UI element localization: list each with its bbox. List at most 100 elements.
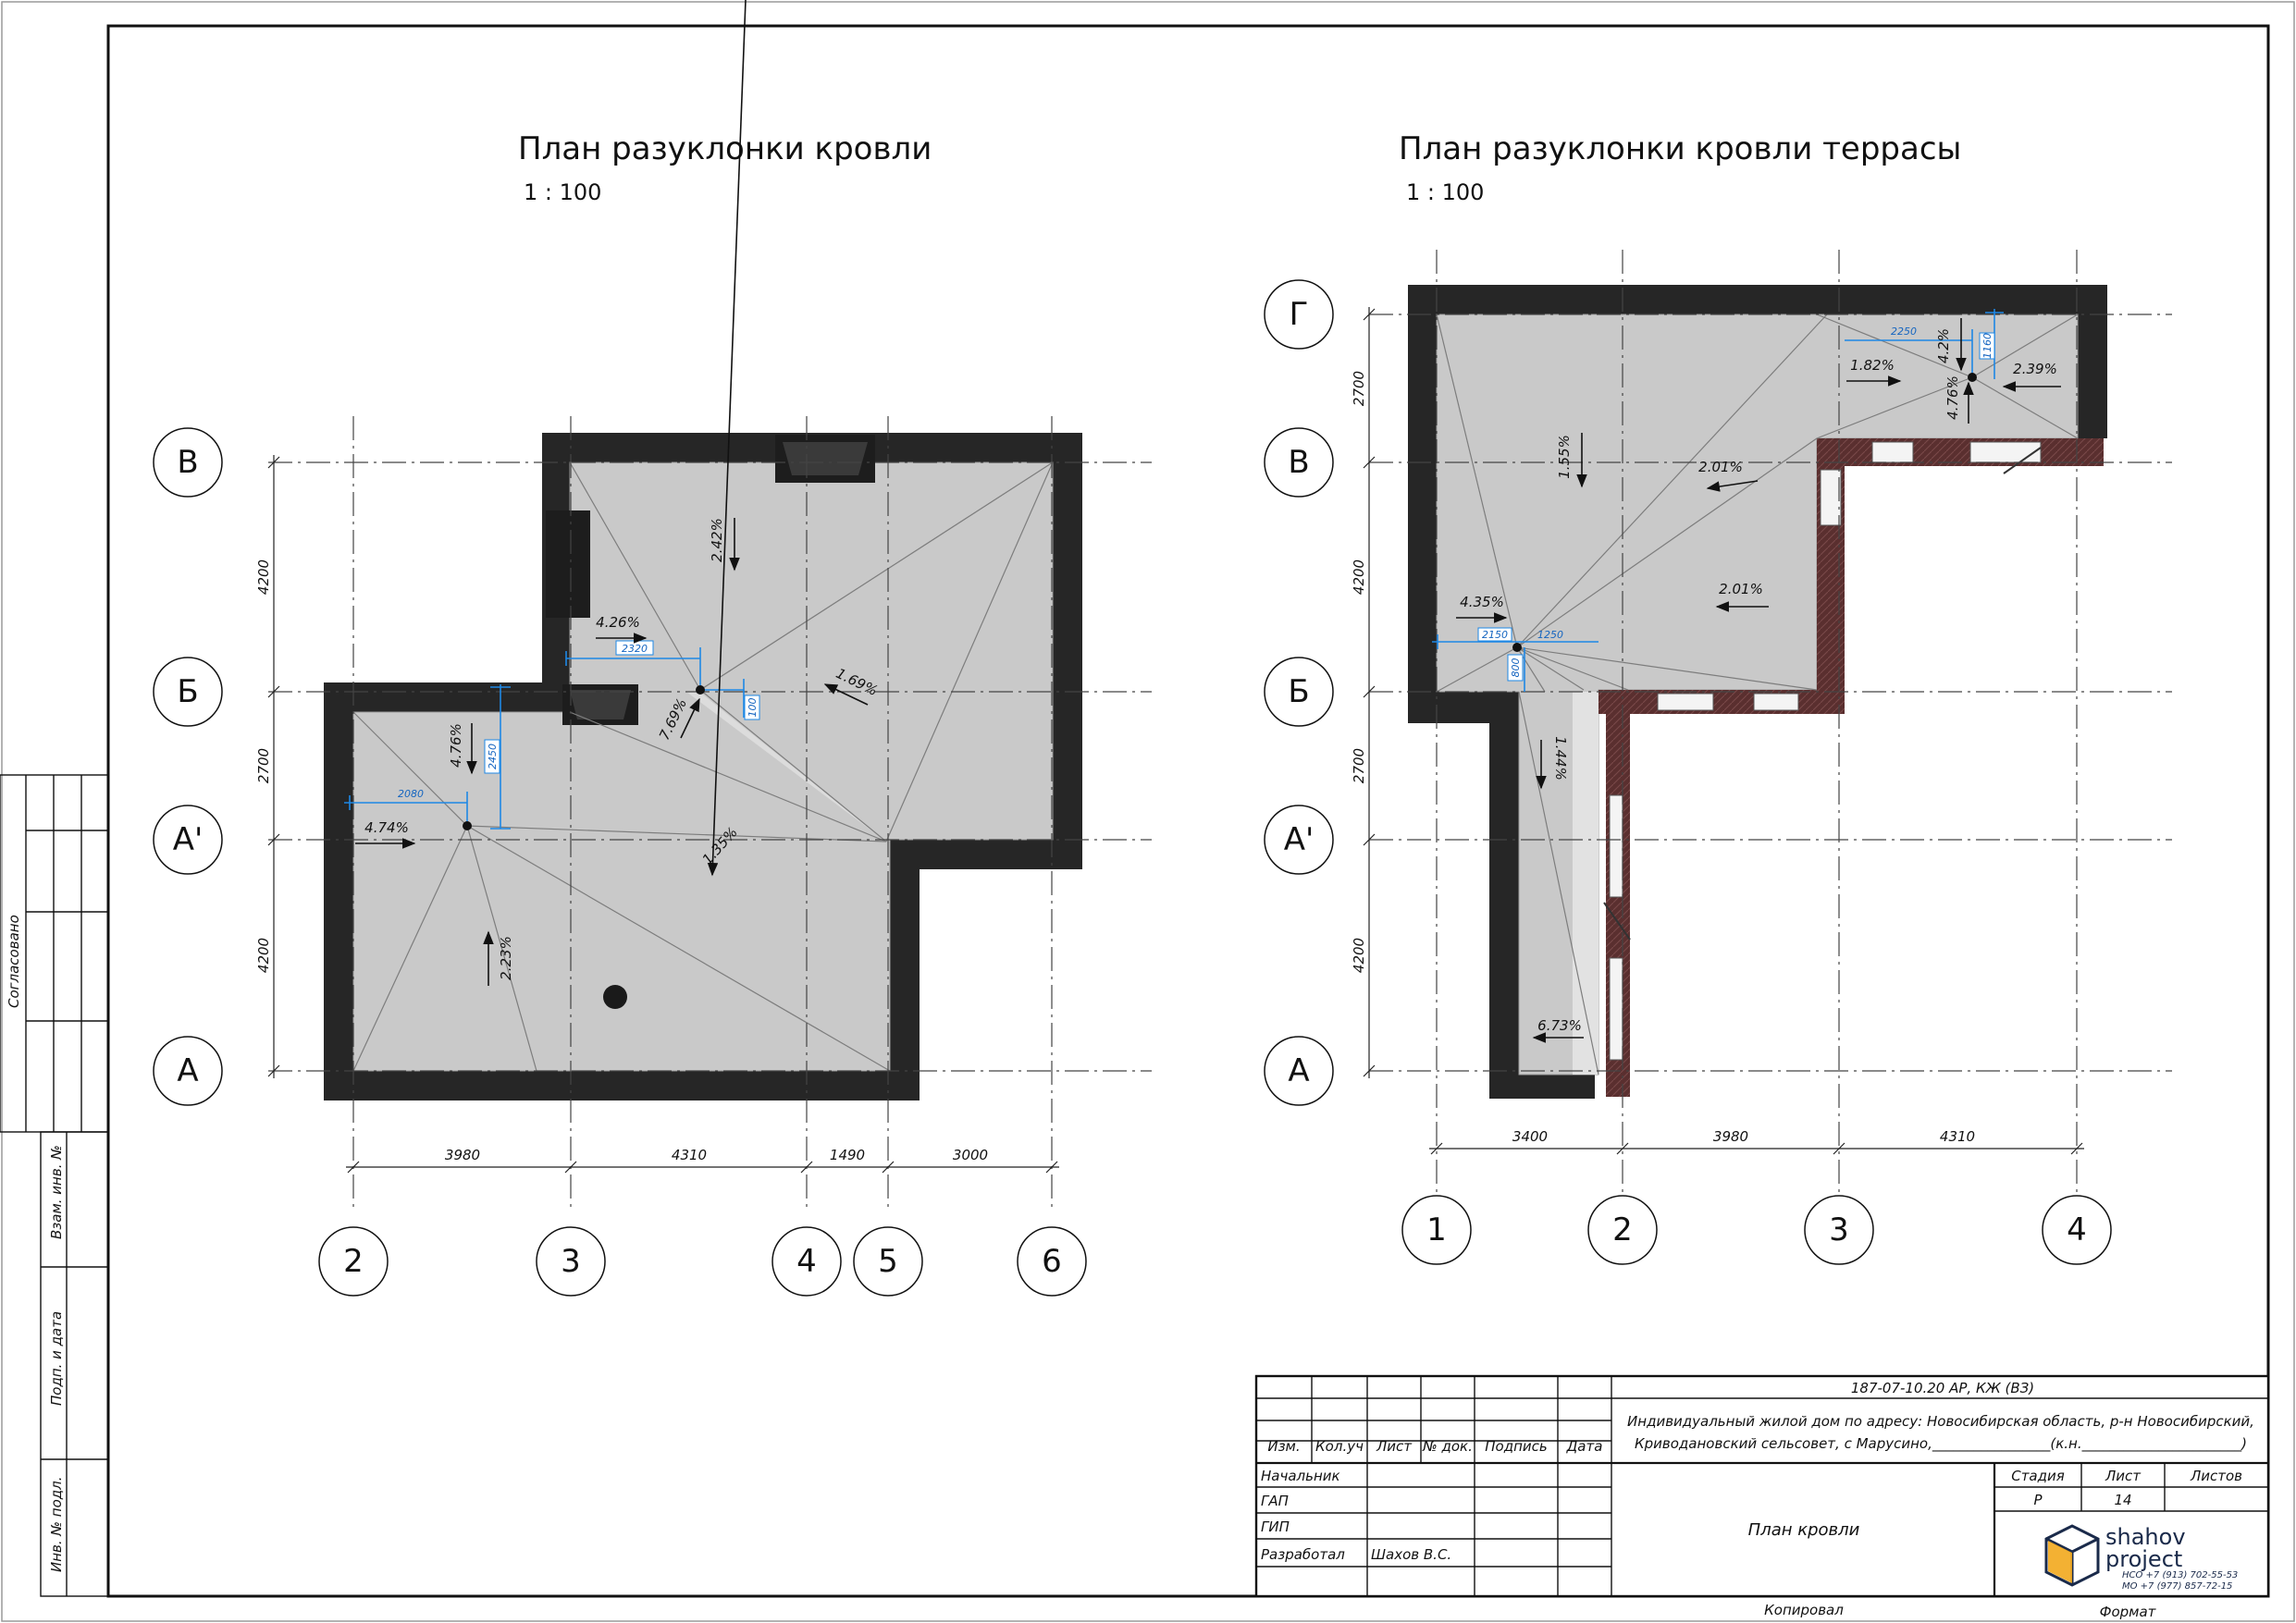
right-blue-dim-1: 2250 bbox=[1891, 326, 1917, 338]
left-roof-plan: План разуклонки кровли 1 : 100 bbox=[153, 0, 1152, 1297]
left-col-dim-3: 1490 bbox=[830, 1147, 865, 1163]
tb-role-gip: ГИП bbox=[1261, 1518, 1290, 1535]
right-brick-wall-3 bbox=[1599, 690, 1845, 714]
title-block: 187-07-10.20 АР, КЖ (ВЗ) Индивидуальный … bbox=[1254, 1374, 2270, 1620]
stamp-inv-vzam: Взам. инв. № bbox=[48, 1145, 65, 1239]
left-blue-dim-2: 100 bbox=[747, 698, 759, 718]
left-row-dim-1: 4200 bbox=[255, 559, 272, 595]
stamp-sign-date: Подп. и дата bbox=[48, 1311, 65, 1406]
tb-sheet-title: План кровли bbox=[1748, 1520, 1860, 1540]
right-row-dimensions: 2700 4200 2700 4200 bbox=[1351, 307, 1376, 1078]
left-row-axes: В Б А' А bbox=[153, 427, 223, 1106]
left-slope-6: 4.74% bbox=[364, 819, 409, 836]
right-slope-9: 1.44% bbox=[1552, 736, 1569, 781]
left-plan-scale: 1 : 100 bbox=[524, 179, 601, 205]
left-blue-dims: 2320 100 2450 2080 bbox=[344, 640, 760, 830]
tb-role-gap: ГАП bbox=[1261, 1493, 1289, 1509]
right-axis-row-4: А' bbox=[1284, 821, 1315, 858]
right-window-3 bbox=[1969, 441, 2042, 463]
left-axis-col-5: 6 bbox=[1042, 1243, 1062, 1280]
right-plan-scale: 1 : 100 bbox=[1406, 179, 1484, 205]
right-col-axes: 1 2 3 4 bbox=[1401, 1195, 2112, 1265]
right-col-dimensions: 3400 3980 4310 bbox=[1429, 1128, 2084, 1155]
side-stamp: Согласовано Взам. инв. № Подп. и дата Ин… bbox=[0, 774, 109, 1597]
left-blue-dim-4: 2080 bbox=[398, 788, 424, 800]
left-chimney-mid-cap bbox=[570, 690, 631, 719]
right-axis-col-2: 2 bbox=[1612, 1211, 1633, 1248]
left-axis-row-4: А bbox=[177, 1052, 198, 1089]
tb-developer-name: Шахов В.С. bbox=[1371, 1546, 1451, 1563]
left-chimney-top-cap bbox=[783, 442, 868, 475]
left-grid bbox=[268, 416, 1152, 1211]
right-row-dim-1: 2700 bbox=[1351, 371, 1367, 406]
logo-word1: shahov bbox=[2105, 1524, 2186, 1550]
right-col-dim-2: 3980 bbox=[1713, 1128, 1748, 1145]
right-slope-8: 4.35% bbox=[1460, 594, 1504, 610]
stamp-inv-orig: Инв. № подл. bbox=[48, 1477, 65, 1572]
tb-header-koluch: Кол.уч bbox=[1315, 1438, 1364, 1455]
right-window-4 bbox=[1657, 693, 1714, 711]
tb-copied: Копировал bbox=[1764, 1602, 1844, 1618]
tb-stage-value: Р bbox=[2033, 1492, 2043, 1508]
logo-phone1: НСО +7 (913) 702-55-53 bbox=[2122, 1570, 2238, 1580]
right-axis-row-5: А bbox=[1288, 1052, 1309, 1089]
tb-role-developer: Разработал bbox=[1261, 1546, 1345, 1563]
right-axis-col-4: 4 bbox=[2067, 1211, 2087, 1248]
right-slope-4: 2.39% bbox=[2013, 361, 2057, 377]
right-slope-2: 4.2% bbox=[1935, 328, 1952, 363]
tb-header-izm: Изм. bbox=[1267, 1438, 1300, 1455]
stamp-agreed: Согласовано bbox=[6, 915, 22, 1008]
left-slope-1: 2.42% bbox=[709, 518, 725, 562]
logo-word2: project bbox=[2105, 1546, 2182, 1572]
right-blue-dim-2: 1160 bbox=[1981, 333, 1994, 359]
right-blue-dims: 2250 1160 2150 1250 800 bbox=[1432, 309, 2004, 692]
right-axis-row-2: В bbox=[1288, 444, 1309, 481]
right-axis-row-1: Г bbox=[1290, 296, 1309, 333]
left-slope-8: 2.23% bbox=[498, 936, 514, 980]
right-axis-row-3: Б bbox=[1288, 673, 1309, 710]
left-axis-row-1: В bbox=[177, 444, 198, 481]
tb-sheet-value: 14 bbox=[2114, 1492, 2131, 1508]
right-col-dim-3: 4310 bbox=[1940, 1128, 1975, 1145]
left-row-dim-2: 2700 bbox=[255, 748, 272, 783]
tb-code: 187-07-10.20 АР, КЖ (ВЗ) bbox=[1851, 1380, 2034, 1396]
left-roof-drain-icon bbox=[603, 985, 627, 1009]
right-slopes: 1.82% 4.2% 4.76% 2.39% 1.55% 2.01% 2.01%… bbox=[1456, 318, 2061, 1043]
left-blue-dim-1: 2320 bbox=[622, 643, 648, 655]
right-grid bbox=[1369, 250, 2172, 1193]
right-window-1 bbox=[1820, 469, 1842, 526]
tb-role-chief: Начальник bbox=[1261, 1468, 1340, 1484]
left-axis-row-3: А' bbox=[173, 821, 204, 858]
right-window-5 bbox=[1753, 693, 1799, 711]
tb-object-line1: Индивидуальный жилой дом по адресу: Ново… bbox=[1627, 1413, 2254, 1430]
right-axis-col-1: 1 bbox=[1426, 1211, 1447, 1248]
left-blue-dim-3: 2450 bbox=[487, 744, 499, 769]
right-row-dim-4: 4200 bbox=[1351, 938, 1367, 973]
right-axis-col-3: 3 bbox=[1829, 1211, 1849, 1248]
right-brick-wall-2 bbox=[1817, 438, 2104, 466]
tb-object-line2: Криводановский сельсовет, с Марусино,___… bbox=[1635, 1435, 2247, 1453]
right-slope-10: 6.73% bbox=[1537, 1017, 1582, 1034]
tb-header-date: Дата bbox=[1566, 1438, 1603, 1455]
left-col-dim-2: 4310 bbox=[672, 1147, 707, 1163]
left-col-dim-1: 3980 bbox=[445, 1147, 480, 1163]
left-row-dim-3: 4200 bbox=[255, 938, 272, 973]
tb-stage-label: Стадия bbox=[2011, 1468, 2065, 1484]
shahov-project-logo: shahov project НСО +7 (913) 702-55-53 МО… bbox=[2044, 1524, 2238, 1592]
left-axis-col-1: 2 bbox=[343, 1243, 364, 1280]
left-axis-col-3: 4 bbox=[796, 1243, 817, 1280]
left-chimney-side bbox=[546, 510, 590, 618]
tb-header-list: Лист bbox=[1376, 1438, 1413, 1455]
right-window-2 bbox=[1871, 441, 1914, 463]
right-slope-1: 1.82% bbox=[1850, 357, 1895, 374]
tb-format: Формат bbox=[2100, 1604, 2157, 1620]
left-slope-2: 4.26% bbox=[596, 614, 640, 631]
left-col-dim-4: 3000 bbox=[953, 1147, 988, 1163]
right-row-dim-2: 4200 bbox=[1351, 559, 1367, 595]
right-door-1 bbox=[1609, 957, 1623, 1061]
logo-phone2: МО +7 (977) 857-72-15 bbox=[2122, 1581, 2232, 1592]
right-blue-dim-4: 1250 bbox=[1537, 629, 1563, 641]
left-col-dimensions: 3980 4310 1490 3000 bbox=[346, 1147, 1059, 1174]
tb-sheets-label: Листов bbox=[2190, 1468, 2242, 1484]
